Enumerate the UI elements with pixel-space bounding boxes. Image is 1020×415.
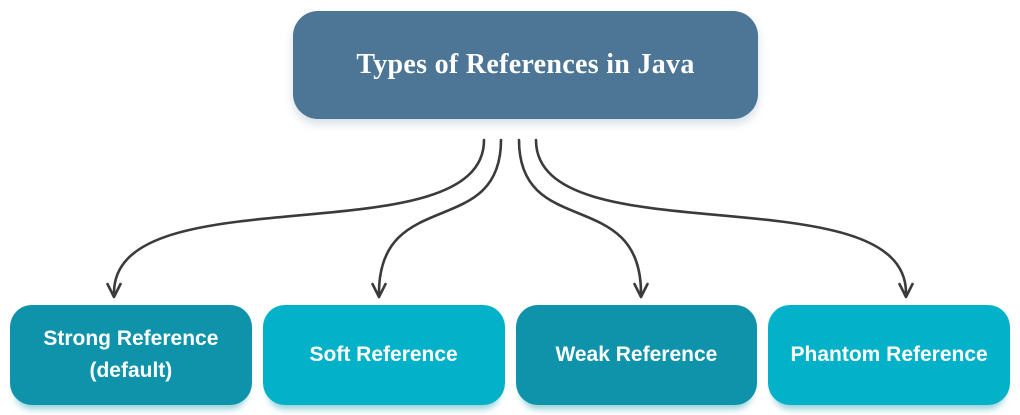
node-label: Phantom Reference bbox=[790, 343, 988, 366]
node-weak-reference: Weak Reference bbox=[515, 305, 758, 405]
arrow-title-to-phantom-head bbox=[898, 282, 914, 299]
title-node: Types of References in Java bbox=[293, 11, 758, 119]
node-label: Weak Reference bbox=[555, 343, 718, 366]
arrow-title-to-soft-head bbox=[371, 282, 387, 299]
node-label: Soft Reference bbox=[309, 343, 458, 366]
node-phantom-reference: Phantom Reference bbox=[768, 305, 1010, 405]
arrow-title-to-soft-curve bbox=[377, 138, 503, 295]
arrow-title-to-weak-head bbox=[633, 282, 649, 299]
arrow-title-to-strong-curve bbox=[112, 138, 486, 295]
node-label: Strong Reference bbox=[43, 327, 219, 350]
node-row: Strong Reference (default) Soft Referenc… bbox=[10, 305, 1010, 405]
arrow-title-to-phantom-curve bbox=[534, 138, 908, 295]
node-sublabel: (default) bbox=[89, 359, 173, 382]
diagram-title: Types of References in Java bbox=[356, 49, 695, 80]
arrow-title-to-weak-curve bbox=[517, 138, 643, 295]
node-strong-reference: Strong Reference (default) bbox=[10, 305, 252, 405]
arrow-title-to-strong-head bbox=[106, 282, 122, 299]
node-soft-reference: Soft Reference bbox=[262, 305, 505, 405]
